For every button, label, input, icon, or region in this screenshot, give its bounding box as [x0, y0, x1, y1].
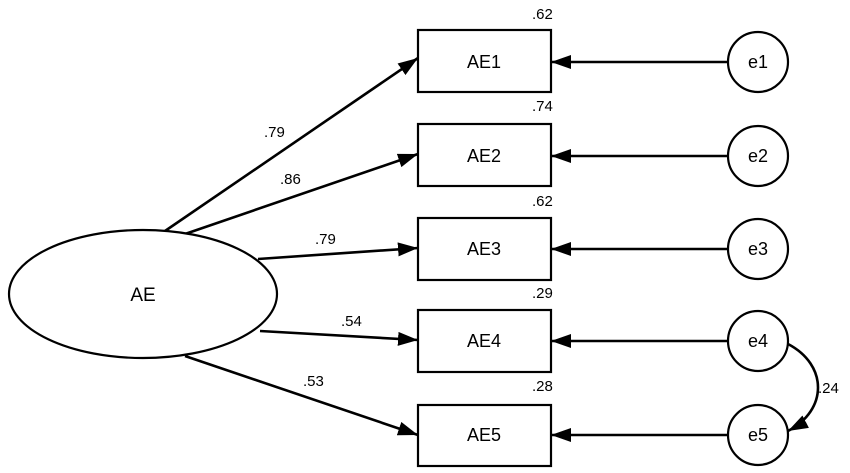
r-squared-ae4: .29 [532, 285, 553, 302]
indicator-label-ae1: AE1 [467, 52, 501, 72]
error-term-e4 [726, 309, 790, 373]
loading-label-ae1: .79 [264, 124, 285, 141]
r-squared-ae1: .62 [532, 6, 553, 23]
r-squared-ae2: .74 [532, 98, 553, 115]
r-squared-ae5: .28 [532, 378, 553, 395]
indicator-label-ae3: AE3 [467, 239, 501, 259]
error-term-e1 [726, 30, 790, 94]
loading-path-ae3 [257, 242, 419, 261]
error-term-e2 [726, 124, 790, 188]
error-label-e5: e5 [748, 425, 768, 445]
loading-label-ae2: .86 [280, 171, 301, 188]
error-covariance-label: .24 [818, 380, 839, 397]
latent-variable-label: AE [130, 285, 155, 306]
indicator-label-ae5: AE5 [467, 425, 501, 445]
indicator-box-ae4 [416, 308, 553, 374]
indicator-box-ae1 [416, 28, 553, 94]
loading-path-ae4 [259, 329, 419, 346]
loading-label-ae5: .53 [303, 373, 324, 390]
error-term-e5 [726, 403, 790, 467]
indicator-label-ae2: AE2 [467, 146, 501, 166]
loading-path-ae2 [184, 152, 419, 236]
error-label-e3: e3 [748, 239, 768, 259]
loading-label-ae4: .54 [341, 313, 362, 330]
indicator-box-ae2 [416, 122, 553, 188]
loading-path-ae5 [184, 354, 419, 437]
error-term-e3 [726, 217, 790, 281]
indicator-box-ae3 [416, 216, 553, 282]
indicator-label-ae4: AE4 [467, 331, 501, 351]
error-label-e2: e2 [748, 146, 768, 166]
r-squared-ae3: .62 [532, 193, 553, 210]
loading-label-ae3: .79 [315, 231, 336, 248]
loading-path-ae1 [164, 56, 419, 233]
error-covariance-curve [767, 328, 820, 433]
error-label-e1: e1 [748, 52, 768, 72]
indicator-box-ae5 [416, 403, 553, 468]
latent-variable-ae [7, 228, 279, 360]
error-label-e4: e4 [748, 331, 768, 351]
